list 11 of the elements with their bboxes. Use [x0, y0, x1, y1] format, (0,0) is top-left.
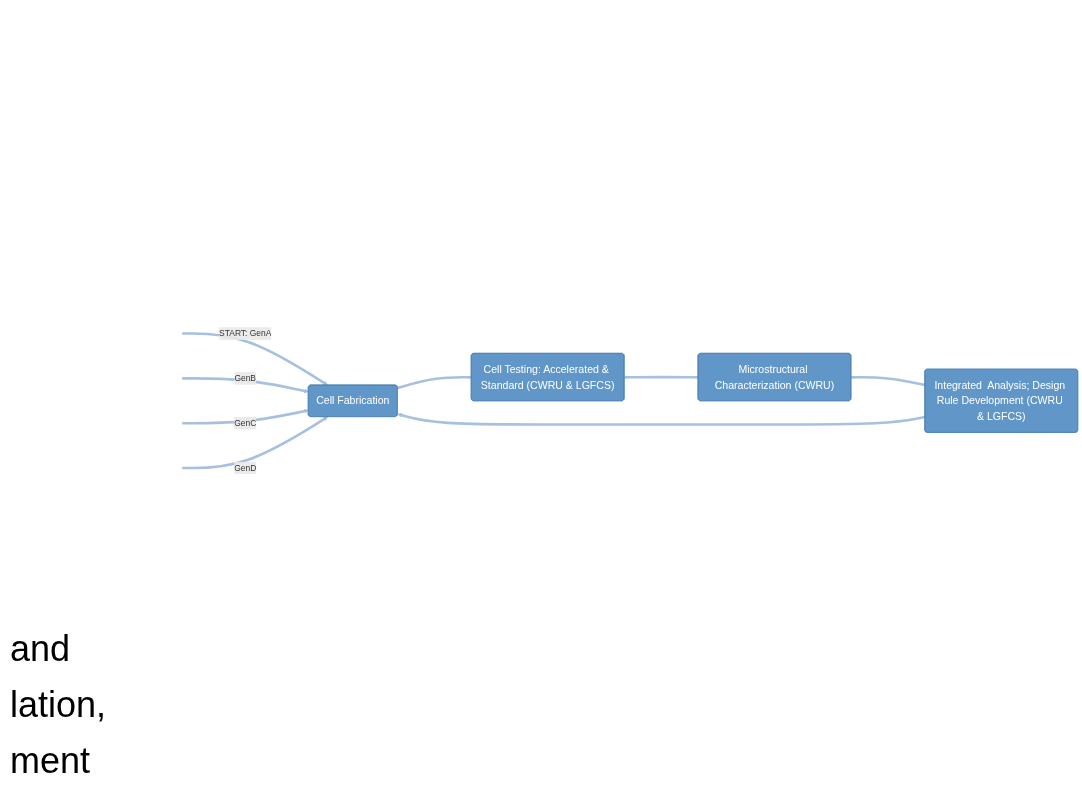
edge-label: GenC [234, 418, 257, 428]
arrow [182, 416, 328, 470]
arrow [182, 332, 328, 386]
edge-label: GenB [234, 373, 256, 383]
note-text: ment [10, 740, 92, 782]
note-text: and [10, 628, 72, 670]
note-text: lation, [10, 684, 108, 726]
edge-label: GenD [234, 463, 257, 473]
arrow [182, 377, 309, 394]
edge-label: START: GenA [219, 329, 272, 338]
arrow [397, 413, 926, 427]
